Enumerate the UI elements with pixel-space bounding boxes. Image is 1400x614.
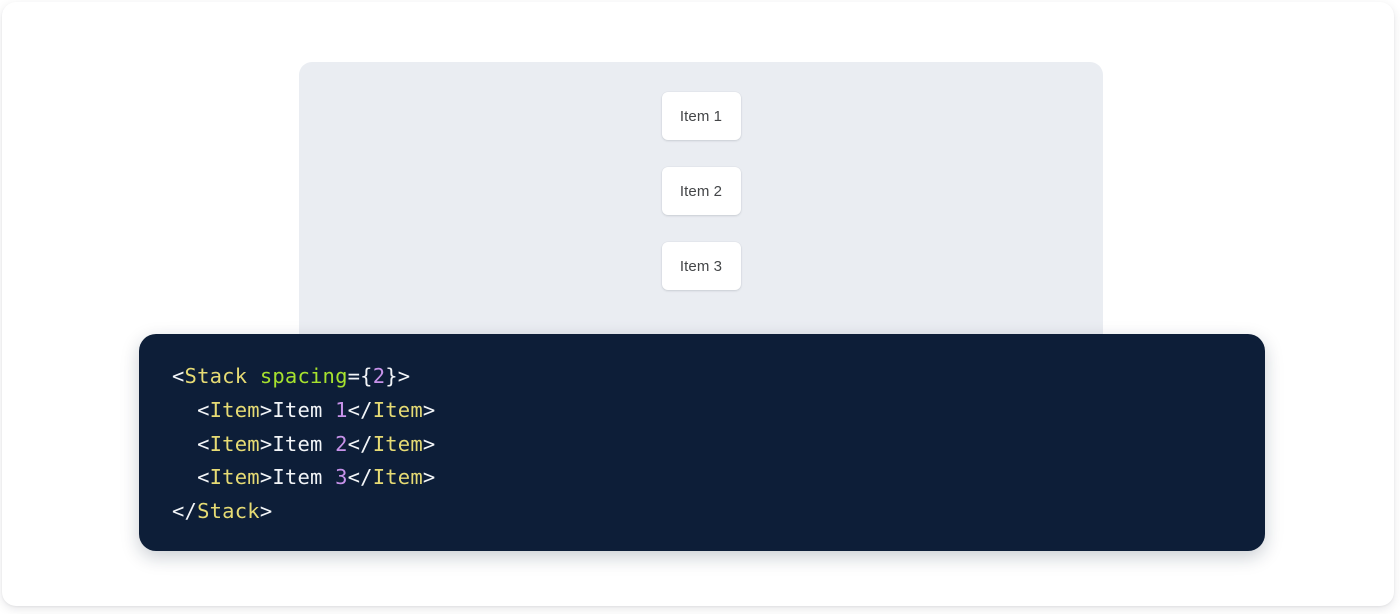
code-token-punct: } xyxy=(385,364,398,388)
code-token-punct: = xyxy=(347,364,361,388)
code-token-punct: < xyxy=(197,397,210,422)
stack-item[interactable]: Item 3 xyxy=(661,242,741,290)
code-token-punct: < xyxy=(172,364,185,388)
code-token-tag: Item xyxy=(372,465,423,490)
code-token-num: 2 xyxy=(372,364,386,388)
code-token-attr: spacing xyxy=(259,364,348,388)
code-token-punct: < xyxy=(197,465,210,490)
code-token-punct: </ xyxy=(347,465,373,490)
code-line: <Item>Item 1</Item> xyxy=(172,398,435,422)
code-token-tag: Item xyxy=(209,397,260,422)
code-snippet-block[interactable]: <Stack spacing={2}> <Item>Item 1</Item> … xyxy=(139,334,1265,551)
code-token-tag: Item xyxy=(372,397,423,422)
code-token-punct: > xyxy=(422,465,436,490)
code-token-punct: < xyxy=(197,431,210,456)
code-token-text xyxy=(247,364,260,388)
stack-item[interactable]: Item 2 xyxy=(661,167,741,215)
code-token-punct: > xyxy=(259,465,273,490)
code-token-punct: > xyxy=(422,397,436,422)
code-token-punct: > xyxy=(259,499,273,524)
code-token-text: Item xyxy=(272,465,336,490)
stack-item[interactable]: Item 1 xyxy=(661,92,741,140)
code-token-tag: Item xyxy=(372,431,423,456)
code-token-tag: Stack xyxy=(184,364,248,388)
code-token-punct: </ xyxy=(347,397,373,422)
code-root: <Stack spacing={2}> <Item>Item 1</Item> … xyxy=(172,364,435,523)
code-token-text: Item xyxy=(272,431,336,456)
code-token-punct: > xyxy=(259,431,273,456)
code-token-punct: > xyxy=(397,364,411,388)
code-line: <Item>Item 3</Item> xyxy=(172,465,435,489)
code-token-tag: Item xyxy=(209,431,260,456)
code-token-punct: </ xyxy=(172,499,198,524)
code-line: <Item>Item 2</Item> xyxy=(172,432,435,456)
code-token-text: Item xyxy=(272,397,336,422)
code-token-punct: { xyxy=(360,364,373,388)
code-line: </Stack> xyxy=(172,499,272,523)
code-text: <Stack spacing={2}> <Item>Item 1</Item> … xyxy=(172,360,1232,529)
code-line: <Stack spacing={2}> xyxy=(172,364,410,388)
code-token-punct: > xyxy=(422,431,436,456)
code-token-num: 3 xyxy=(335,465,348,490)
code-token-tag: Item xyxy=(209,465,260,490)
code-token-punct: > xyxy=(259,397,273,422)
code-token-num: 1 xyxy=(335,397,348,422)
page-card: Item 1 Item 2 Item 3 <Stack spacing={2}>… xyxy=(2,2,1394,606)
code-token-tag: Stack xyxy=(197,499,260,524)
code-token-punct: </ xyxy=(347,431,373,456)
component-preview-panel: Item 1 Item 2 Item 3 xyxy=(299,62,1103,362)
code-token-num: 2 xyxy=(335,431,348,456)
stack-component: Item 1 Item 2 Item 3 xyxy=(299,92,1103,290)
